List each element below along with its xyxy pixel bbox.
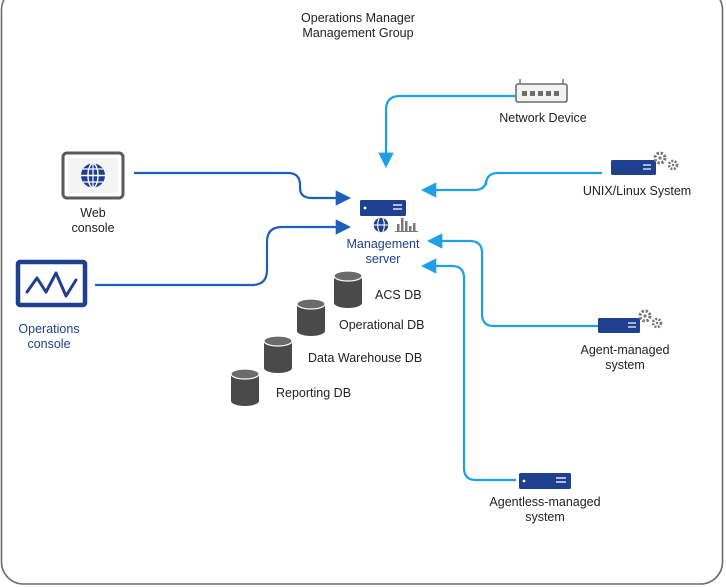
server-gears-icon [611, 151, 679, 175]
unix-linux-label: UNIX/Linux System [582, 184, 692, 198]
database-icon [296, 298, 326, 336]
server-icon [519, 473, 571, 489]
operational-db-label: Operational DB [339, 318, 425, 332]
acs-db-label: ACS DB [375, 288, 422, 302]
database-icon [230, 368, 260, 406]
web-console-label: Web console [71, 206, 115, 235]
network-device-label: Network Device [499, 111, 587, 125]
network-switch-icon [515, 79, 568, 103]
connector-unix-linux [420, 171, 602, 198]
connector-network-device [378, 94, 515, 169]
server-globe-chart-icon [360, 200, 418, 234]
diagram-title-line1: Operations Manager [301, 11, 415, 25]
agentless-managed-label: Agentless-managed system [489, 495, 601, 524]
server-gears-icon [598, 309, 663, 333]
diagram-title-line2: Management Group [302, 26, 414, 40]
reporting-db-label: Reporting DB [276, 386, 352, 400]
data-warehouse-db-label: Data Warehouse DB [308, 351, 423, 365]
operations-console-label: Operations console [18, 322, 80, 351]
diagram-title: Operations Manager Management Group [268, 11, 448, 41]
connector-agentless-managed [420, 258, 516, 482]
connector-agent-managed [426, 233, 598, 328]
database-icon [333, 270, 363, 308]
connector-operations-console [95, 219, 352, 287]
monitor-waveform-icon [15, 259, 88, 308]
agent-managed-label: Agent-managed system [580, 343, 670, 372]
globe-monitor-icon [61, 151, 125, 200]
database-icon [263, 335, 293, 373]
management-server-label: Management server [346, 237, 420, 266]
connector-web-console [134, 171, 352, 206]
